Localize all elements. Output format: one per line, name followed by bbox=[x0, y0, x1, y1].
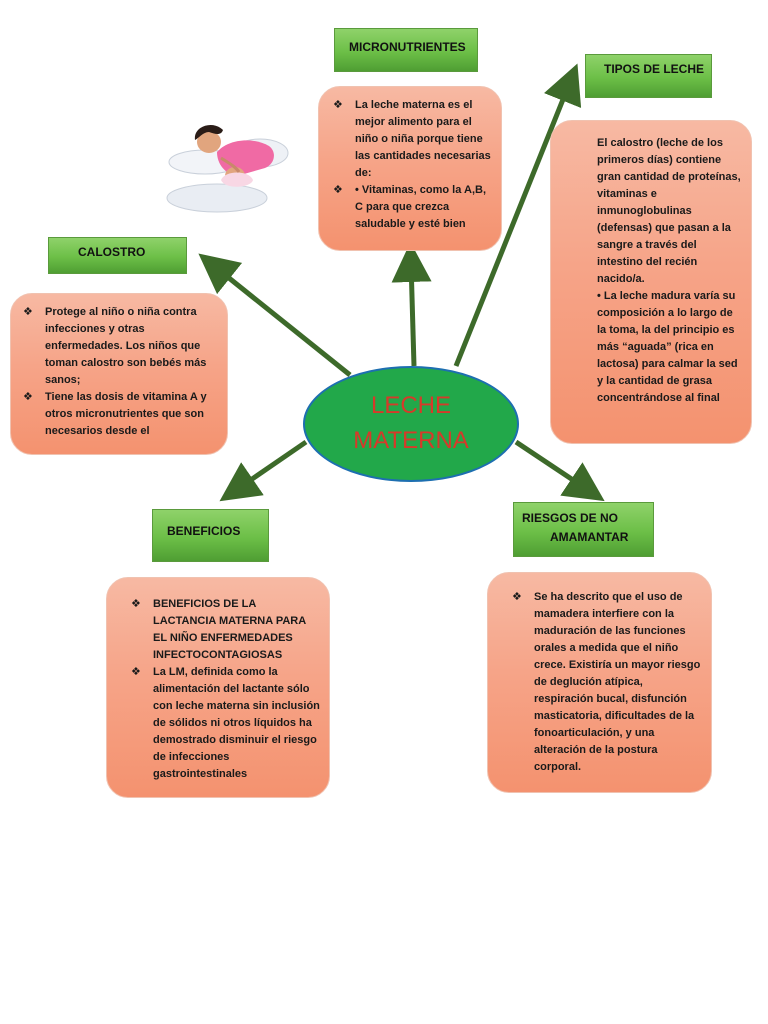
beneficios-box: ❖BENEFICIOS DE LA LACTANCIA MATERNA PARA… bbox=[106, 577, 330, 798]
mother-breastfeeding-illustration bbox=[166, 125, 289, 213]
calostro-box: ❖Protege al niño o niña contra infeccion… bbox=[10, 293, 228, 455]
calostro-item: ❖Protege al niño o niña contra infeccion… bbox=[23, 306, 207, 386]
arrow-to-beneficios bbox=[219, 439, 308, 502]
micronutrientes-item: ❖La leche materna es el mejor alimento p… bbox=[333, 99, 491, 179]
diamond-bullet-icon: ❖ bbox=[23, 391, 33, 403]
diamond-bullet-icon: ❖ bbox=[333, 184, 343, 196]
micronutrientes-item: ❖• Vitaminas, como la A,B, C para que cr… bbox=[333, 184, 487, 230]
calostro-header: CALOSTRO bbox=[48, 237, 187, 274]
beneficios-header: BENEFICIOS bbox=[152, 509, 269, 562]
diamond-bullet-icon: ❖ bbox=[131, 598, 141, 610]
arrow-to-tipos-de-leche bbox=[453, 63, 582, 367]
riesgos-header: RIESGOS DE NO AMAMANTAR bbox=[513, 502, 654, 557]
tipos-de-leche-box: El calostro (leche de los primeros días)… bbox=[550, 120, 752, 444]
tipos-de-leche-title: TIPOS DE LECHE bbox=[604, 62, 705, 76]
diamond-bullet-icon: ❖ bbox=[333, 99, 343, 111]
center-topic-ellipse: LECHE MATERNA bbox=[303, 366, 519, 482]
arrow-to-riesgos bbox=[514, 439, 605, 502]
calostro-title: CALOSTRO bbox=[78, 245, 146, 259]
riesgos-title-line1: RIESGOS DE NO bbox=[522, 511, 619, 525]
riesgos-box: ❖Se ha descrito que el uso de mamadera i… bbox=[487, 572, 712, 793]
center-title-line2: MATERNA bbox=[353, 427, 469, 454]
riesgos-title-line2: AMAMANTAR bbox=[550, 530, 629, 544]
micronutrientes-title: MICRONUTRIENTES bbox=[349, 40, 466, 54]
beneficios-item: ❖BENEFICIOS DE LA LACTANCIA MATERNA PARA… bbox=[131, 598, 306, 661]
tipos-de-leche-paragraph: • La leche madura varía su composición a… bbox=[597, 290, 738, 404]
arrow-to-micronutrientes bbox=[391, 242, 432, 367]
micronutrientes-box: ❖La leche materna es el mejor alimento p… bbox=[318, 86, 502, 251]
beneficios-title: BENEFICIOS bbox=[167, 524, 241, 538]
riesgos-item: ❖Se ha descrito que el uso de mamadera i… bbox=[512, 591, 701, 773]
center-title-line1: LECHE bbox=[370, 392, 452, 419]
tipos-de-leche-paragraph: El calostro (leche de los primeros días)… bbox=[597, 137, 741, 285]
calostro-item: ❖Tiene las dosis de vitamina A y otros m… bbox=[23, 391, 207, 437]
tipos-de-leche-header: TIPOS DE LECHE bbox=[585, 54, 712, 98]
diamond-bullet-icon: ❖ bbox=[512, 591, 522, 603]
diamond-bullet-icon: ❖ bbox=[131, 666, 141, 678]
beneficios-item: ❖La LM, definida como la alimentación de… bbox=[131, 666, 320, 780]
micronutrientes-header: MICRONUTRIENTES bbox=[334, 28, 478, 72]
arrow-to-calostro bbox=[198, 253, 352, 377]
diamond-bullet-icon: ❖ bbox=[23, 306, 33, 318]
